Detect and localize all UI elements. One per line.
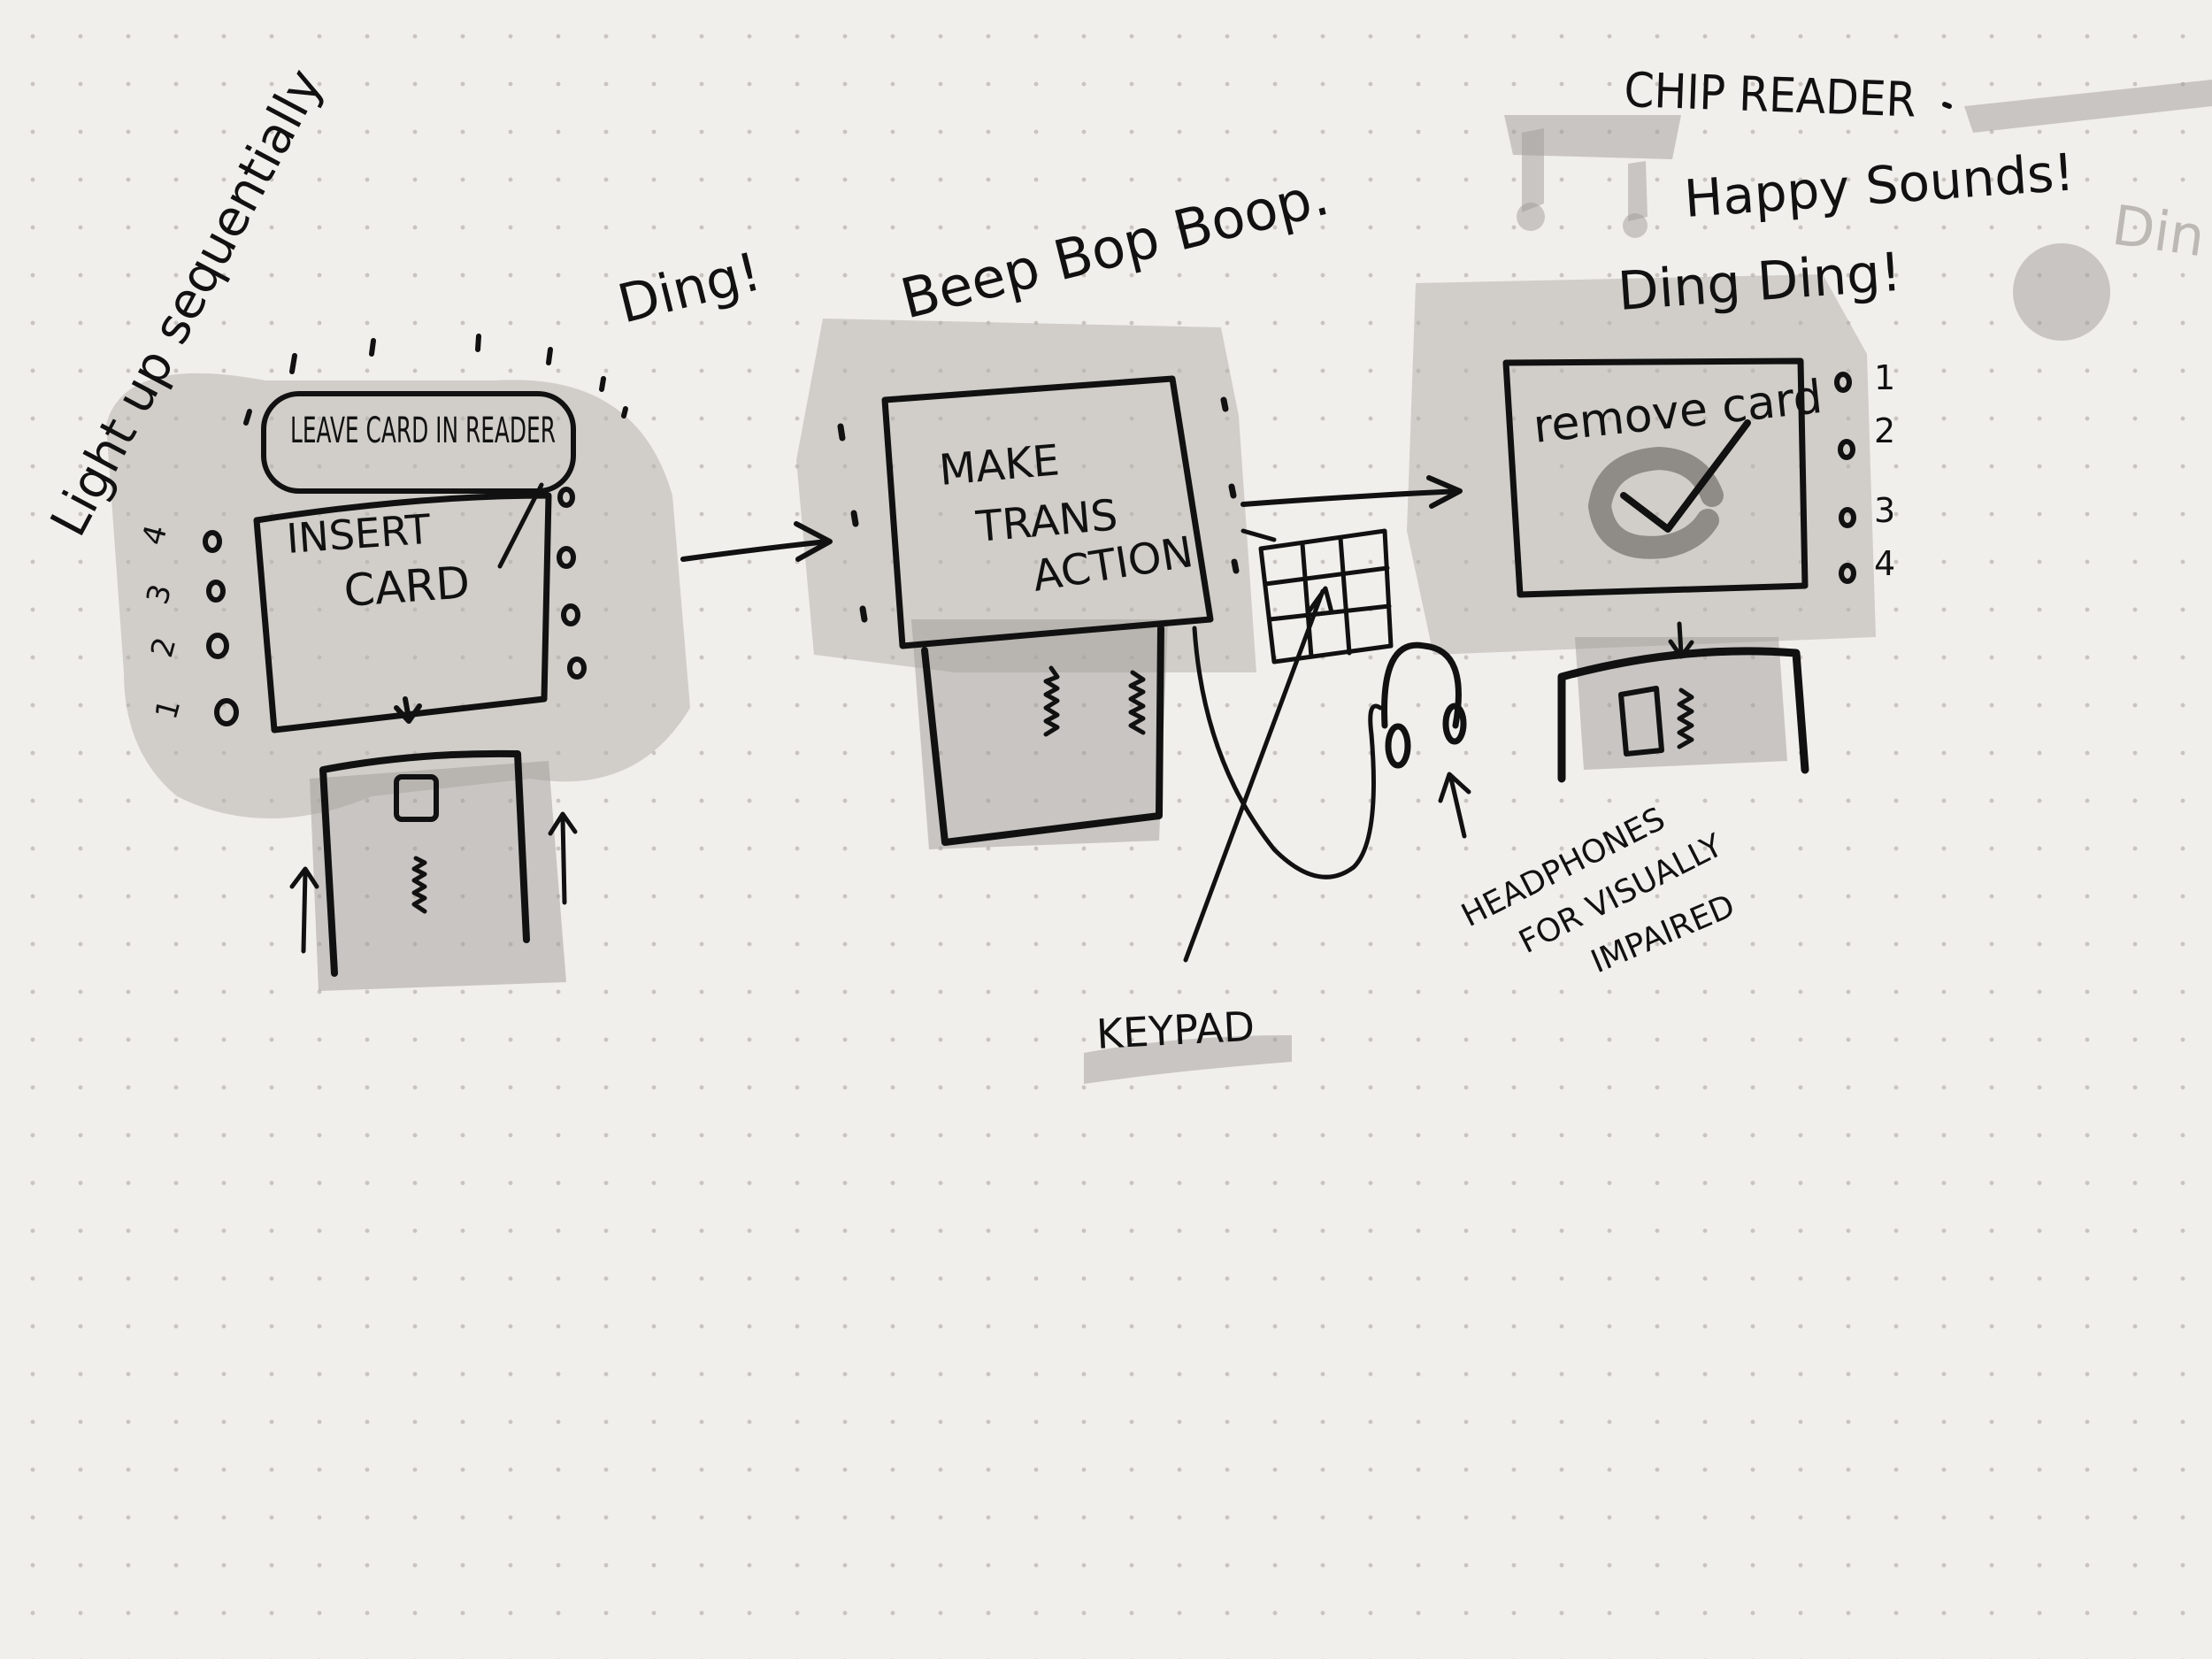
chip-reader-title: CHIP READER: [1624, 62, 1917, 127]
reader-screen-1: [253, 492, 552, 733]
svg-text:Din: Din: [2108, 193, 2208, 270]
keypad: [1192, 528, 1394, 879]
light3-num-3: 3: [1874, 491, 1895, 530]
screen1-line1: INSERT: [285, 505, 433, 563]
reader-screen-2: [881, 375, 1214, 649]
beep-note: Beep Bop Boop.: [895, 163, 1335, 332]
screen2-line2: TRANS: [973, 490, 1119, 552]
prompt-bubble: [261, 391, 576, 494]
credit-card-3: [1557, 621, 1809, 783]
light3-num-4: 4: [1874, 544, 1895, 583]
screen2-line1: MAKE: [937, 435, 1061, 495]
lights-panel2: [837, 396, 1240, 623]
flow-arrow-2: [1240, 475, 1463, 509]
ding-note: Ding!: [612, 241, 767, 335]
keypad-pointer: [1183, 586, 1334, 963]
screen1-line2: CARD: [342, 557, 472, 617]
flow-arrow-1: [680, 521, 833, 562]
keypad-label: KEYPAD: [1095, 1002, 1256, 1058]
prompt-text: LEAVE CARD IN READER: [290, 411, 556, 451]
credit-card-2: [921, 625, 1164, 846]
reader-screen-3: [1502, 357, 1809, 598]
light3-num-1: 1: [1874, 358, 1895, 397]
ding-ding-note: Ding Ding!: [1616, 242, 1903, 323]
lights-panel3: [1834, 372, 1856, 584]
light3-num-2: 2: [1874, 411, 1895, 450]
check-icon: [1587, 419, 1751, 559]
credit-card-1: [289, 749, 578, 977]
panel-remove-card: CHIP READER Happy Sounds! Ding Ding! rem…: [1502, 62, 2077, 783]
happy-sounds-note: Happy Sounds!: [1682, 142, 2076, 229]
light-ticks-top: [243, 334, 628, 426]
headphones-icon: [1381, 641, 1471, 839]
